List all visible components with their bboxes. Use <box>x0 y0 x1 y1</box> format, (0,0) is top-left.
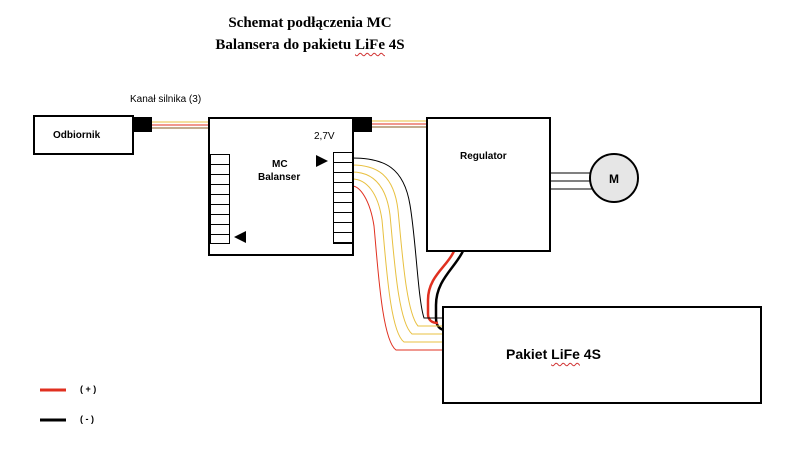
title-line-2: Balansera do pakietu LiFe 4S <box>150 34 470 56</box>
battery-label-prefix: Pakiet <box>506 346 552 362</box>
legend-minus-text: ( - ) <box>80 414 94 424</box>
balancer-right-connector <box>333 152 353 244</box>
balance-lead-wires <box>351 157 443 351</box>
motor-wires <box>550 172 592 190</box>
balancer-label-line-2: Balanser <box>258 172 301 183</box>
regulator-box: Regulator <box>426 117 551 252</box>
battery-label-brand: LiFe <box>551 346 580 362</box>
power-lead-negative <box>434 250 465 332</box>
legend-plus-text: ( + ) <box>80 384 97 394</box>
title-line-2-prefix: Balansera do pakietu <box>215 37 355 53</box>
motor-circle: M <box>589 153 639 203</box>
balancer-label-line-1: MC <box>272 159 288 170</box>
title-line-1: Schemat podłączenia MC <box>228 15 392 31</box>
balancer-left-connector <box>210 154 230 244</box>
motor-label: M <box>609 172 619 186</box>
diagram-title: Schemat podłączenia MC Balansera do paki… <box>150 12 470 56</box>
regulator-servo-cable <box>372 120 428 128</box>
title-line-2-suffix: 4S <box>385 37 405 53</box>
battery-label: Pakiet LiFe 4S <box>506 346 601 362</box>
arrow-right-icon <box>316 155 328 167</box>
title-line-2-brand: LiFe <box>355 37 385 53</box>
receiver-label: Odbiornik <box>53 130 101 141</box>
receiver-box: Odbiornik <box>33 115 134 155</box>
regulator-label: Regulator <box>460 151 507 162</box>
receiver-plug-connector <box>133 117 152 132</box>
arrow-left-icon <box>234 231 246 243</box>
power-lead-positive <box>426 250 456 325</box>
regulator-plug-connector <box>352 117 372 132</box>
balancer-box: 2,7V MC Balanser <box>208 117 354 256</box>
motor-channel-label: Kanał silnika (3) <box>130 94 202 105</box>
battery-label-suffix: 4S <box>579 346 601 362</box>
receiver-servo-cable <box>152 121 210 129</box>
battery-box: Pakiet LiFe 4S <box>442 306 762 404</box>
balancer-voltage-label: 2,7V <box>314 131 335 142</box>
